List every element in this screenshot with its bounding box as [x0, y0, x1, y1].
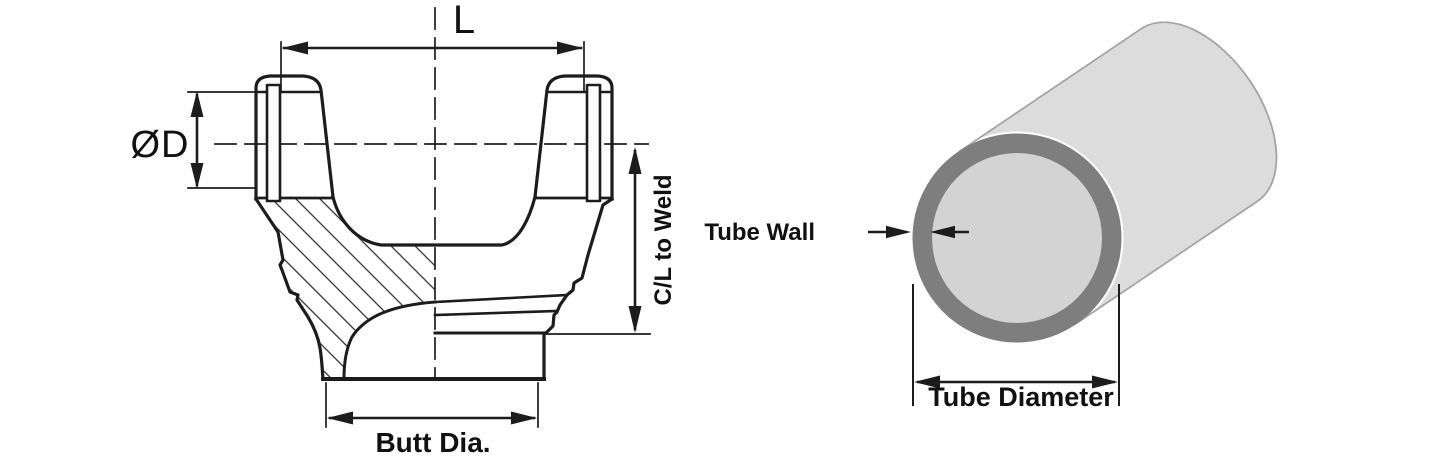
yoke-left-profile — [253, 196, 325, 381]
arrowhead-right-icon — [1092, 375, 1118, 389]
yoke-bore-curve — [342, 300, 437, 380]
tube-bore-face — [932, 153, 1102, 323]
arrowhead-down-icon — [628, 306, 642, 333]
tube-drawing: Tube Wall Tube Diameter — [704, 21, 1278, 412]
yoke-saddle-curve — [331, 195, 537, 247]
dimension-tube-diameter: Tube Diameter — [912, 284, 1120, 412]
label-cl-to-weld: C/L to Weld — [650, 174, 677, 305]
arrowhead-down-icon — [190, 163, 204, 189]
right-ear-outline — [533, 74, 614, 201]
yoke-hub-step-line-1 — [433, 293, 569, 304]
arrowhead-right-icon — [511, 411, 537, 425]
label-tube-diameter: Tube Diameter — [928, 382, 1114, 412]
arrowhead-left-icon — [282, 41, 308, 55]
tube-3d-body-group — [910, 21, 1278, 345]
callout-tube-wall: Tube Wall — [704, 219, 969, 246]
dimension-L: L — [280, 0, 585, 92]
label-tube-wall: Tube Wall — [704, 219, 815, 246]
right-bearing-strap — [585, 83, 602, 203]
arrowhead-left-icon — [327, 411, 353, 425]
arrowhead-left-icon — [930, 225, 955, 239]
dimension-cl-to-weld: C/L to Weld — [628, 147, 677, 333]
yoke-drawing: L ØD C/L to Weld Butt Dia. — [131, 0, 678, 458]
dimension-OD: ØD — [131, 91, 256, 189]
arrowhead-right-icon — [886, 225, 911, 239]
yoke-right-profile — [542, 196, 615, 381]
section-hatch — [256, 197, 435, 378]
label-butt-dia: Butt Dia. — [375, 427, 490, 458]
yoke-hub-step-line-2 — [433, 309, 559, 317]
label-length: L — [453, 0, 475, 42]
tube-cylinder-edge — [958, 21, 1278, 325]
label-bearing-diameter: ØD — [131, 124, 190, 166]
left-ear-outline — [254, 74, 335, 201]
arrowhead-right-icon — [557, 41, 583, 55]
arrowhead-up-icon — [190, 91, 204, 117]
arrowhead-up-icon — [628, 147, 642, 174]
arrowhead-left-icon — [914, 375, 940, 389]
dimension-butt-dia: Butt Dia. — [325, 382, 539, 458]
left-bearing-strap — [265, 83, 282, 203]
